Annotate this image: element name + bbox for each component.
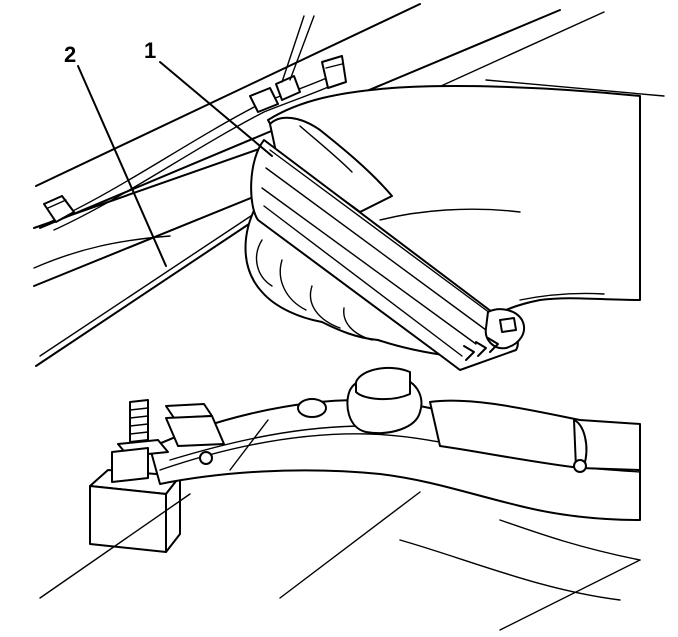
callout-1: 1 (144, 38, 273, 157)
callout-label-1: 1 (144, 38, 156, 63)
wiring-harness (43, 15, 347, 231)
weatherstrip (250, 139, 525, 371)
lower-bracket-assembly (39, 366, 641, 631)
callout-2: 2 (64, 42, 167, 267)
callout-label-2: 2 (64, 42, 76, 67)
